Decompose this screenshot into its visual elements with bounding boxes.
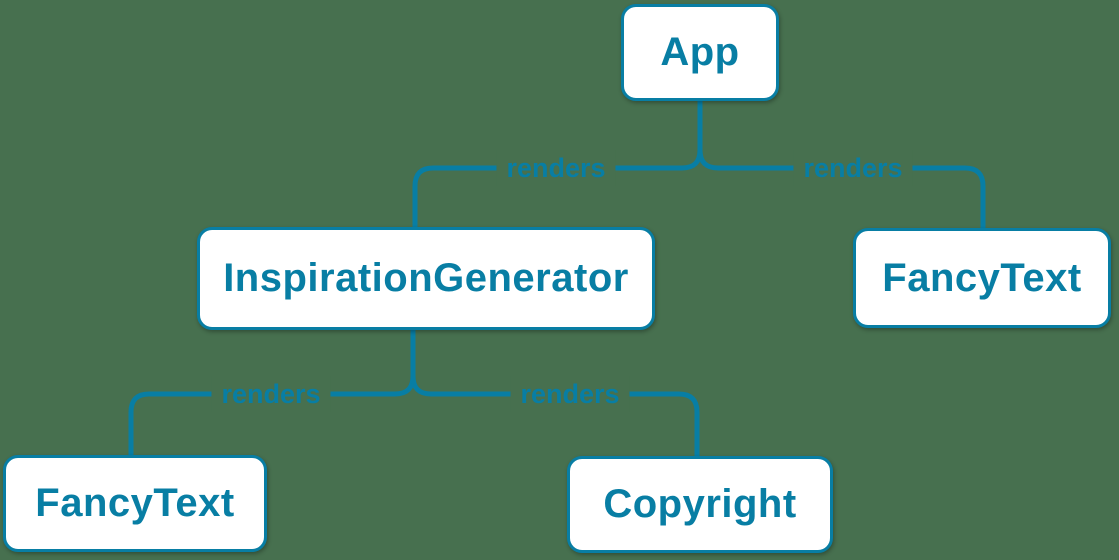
- node-inspiration-generator: InspirationGenerator: [197, 227, 655, 330]
- node-fancy-text-top: FancyText: [853, 228, 1111, 328]
- edge-label-renders: renders: [510, 376, 630, 412]
- node-label: FancyText: [35, 481, 235, 525]
- edge-label-renders: renders: [496, 150, 616, 186]
- edge-label-renders: renders: [793, 150, 913, 186]
- node-label: Copyright: [603, 482, 797, 526]
- node-label: InspirationGenerator: [223, 256, 629, 300]
- node-copyright: Copyright: [567, 456, 833, 553]
- edge-label-renders: renders: [211, 376, 331, 412]
- node-label: FancyText: [882, 255, 1082, 300]
- node-label: App: [660, 30, 740, 74]
- node-fancy-text-bottom: FancyText: [3, 455, 267, 552]
- node-app: App: [621, 4, 779, 101]
